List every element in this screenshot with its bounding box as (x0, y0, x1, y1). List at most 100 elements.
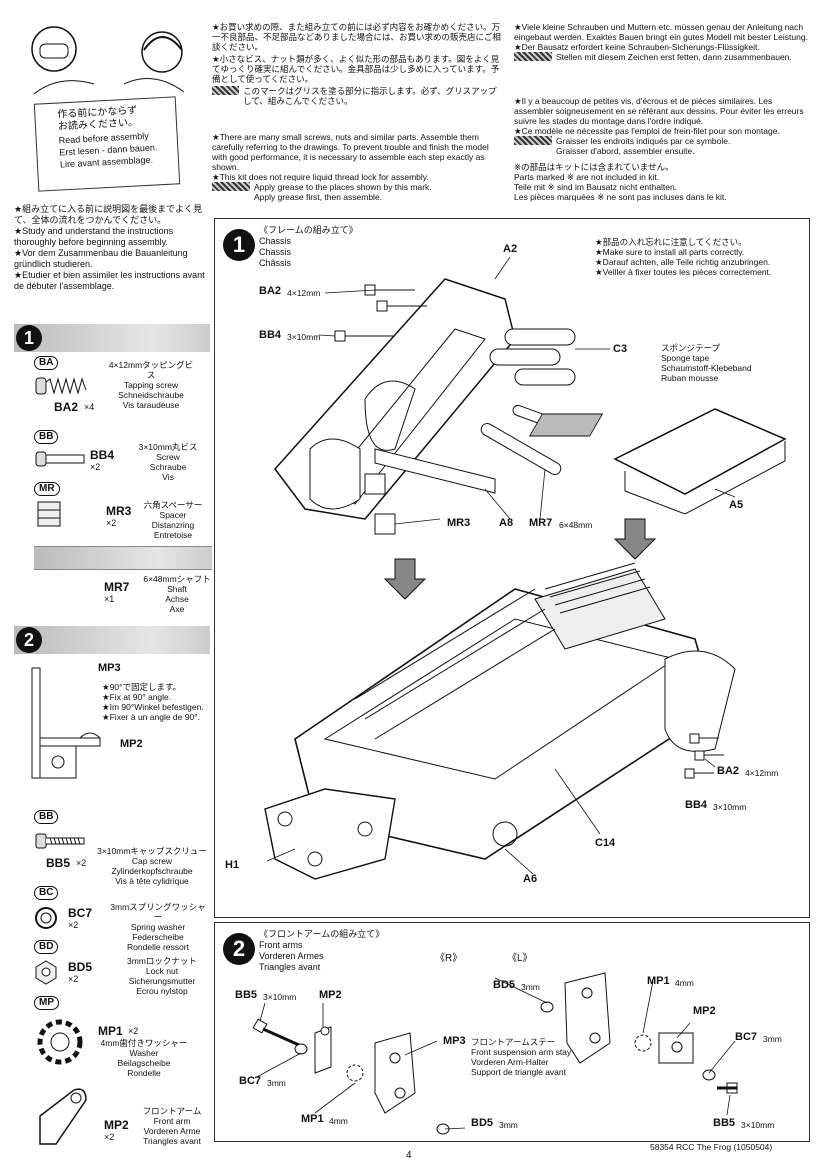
not-included-fr: Les pièces marquées ※ ne sont pas inclus… (514, 192, 727, 202)
label-c3: C3 (613, 343, 628, 355)
part-mr7-qty: ×1 (104, 594, 115, 604)
bag-bd-tag: BD (34, 940, 59, 954)
step2-title-de: Vorderen Armes (259, 951, 324, 961)
part-mr3-en: Spacer (159, 510, 187, 520)
part-mr7-en: Shaft (167, 584, 187, 594)
step2-title-en: Front arms (259, 940, 303, 950)
part-ba2-de: Schneidschraube (118, 390, 184, 400)
bag-bb2-tag: BB (34, 810, 59, 824)
step1-title-fr: Châssis (259, 258, 292, 268)
step1-title-de: Chassis (259, 247, 292, 257)
label-bb4-size: 3×10mm (287, 332, 321, 342)
step1-note-jp: ★部品の入れ忘れに注意してください。 (595, 237, 747, 247)
label-a2: A2 (503, 243, 518, 255)
s2-label-mp1-size: 4mm (329, 1116, 348, 1126)
front-arm-icon (39, 1088, 87, 1145)
lock-nut-icon (35, 960, 57, 985)
part-bd5: BD BD5 ×2 3mmロックナット Lock nut Sicherungsm… (34, 940, 214, 996)
note-en-3: Apply grease to the places shown by this… (254, 182, 432, 192)
part-bd5-name: BD5 (68, 960, 93, 974)
part-bb5-en: Cap screw (131, 856, 173, 866)
part-mr7-name: MR7 (104, 580, 130, 594)
part-ba2-en: Tapping screw (123, 380, 179, 390)
part-bb5-jp: 3×10mmキャップスクリュー (97, 846, 207, 856)
part-bb4-fr: Vis (162, 472, 174, 482)
grease-mark-icon (212, 182, 250, 191)
part-bc7-fr: Rondelle ressort (127, 942, 189, 952)
cap-screw-icon (35, 833, 85, 849)
intro-sign: 作る前にかならず お読みください。 Read before assembly E… (33, 96, 181, 192)
label-a5: A5 (729, 499, 744, 511)
not-included-en: Parts marked ※ are not included in kit. (514, 172, 660, 182)
bag-bb-tag: BB (34, 430, 59, 444)
part-bb4-de: Schraube (149, 462, 187, 472)
shaft-bar (34, 546, 212, 570)
note-en-1: ★There are many small screws, nuts and s… (212, 132, 489, 172)
study-de: ★Vor dem Zusammenbau die Bauanleitung gr… (14, 248, 188, 269)
parts-step1-bar: 1 (14, 324, 210, 352)
part-mr3-fr: Entretoise (153, 530, 193, 540)
s2-label-mp1-right-size: 4mm (675, 978, 694, 988)
note-fr-2: ★Ce modèle ne nécessite pas l'emploi de … (514, 126, 780, 136)
note-en-2: ★This kit does not require liquid thread… (212, 172, 429, 182)
s2-label-bc7: BC7 (239, 1075, 262, 1087)
part-mr7-jp: 6×48mmシャフト (143, 574, 211, 584)
part-bc7-qty: ×2 (68, 920, 79, 930)
step1-note-de: ★Darauf achten, alle Teile richtig anzub… (595, 257, 771, 267)
part-mp2-en: Front arm (153, 1116, 191, 1126)
step1-panel: 1 《フレームの組み立て》 Chassis Chassis Châssis ★部… (214, 218, 810, 918)
parts-step2-bar: 2 (14, 626, 210, 654)
mechanics-illustration (31, 26, 185, 95)
s2-label-bd5-upper: BD5 (493, 979, 516, 991)
mp3-fr: Support de triangle avant (471, 1067, 566, 1077)
front-arm-assembly-drawing (252, 972, 738, 1135)
mp3-de: Vorderen Arm-Halter (471, 1057, 549, 1067)
part-mr7-de: Achse (165, 594, 189, 604)
study-fr: ★Etudier et bien assimiler les instructi… (14, 270, 205, 291)
angle-mp2-label: MP2 (120, 738, 143, 750)
s2-label-mp1: MP1 (301, 1113, 324, 1125)
part-bb5-name: BB5 (46, 856, 71, 870)
not-included-notes: ※の部品はキットには含まれていません。 Parts marked ※ are n… (514, 162, 810, 202)
part-mr3-name: MR3 (106, 504, 132, 518)
part-bc7: BC BC7 ×2 3mmスプリングワッシャー Spring washer Fe… (34, 886, 214, 952)
sponge-fr: Ruban mousse (661, 373, 719, 383)
notes-jp: ★お買い求めの際、また組み立ての前には必ず内容をお確かめください。万一不良部品、… (212, 22, 502, 106)
part-bc7-de: Federscheibe (132, 932, 184, 942)
part-bb4: BB BB4 ×2 3×10mm丸ビス Screw Schraube Vis (34, 430, 214, 482)
s2-label-bc7-right: BC7 (735, 1031, 758, 1043)
part-mp1-fr: Rondelle (127, 1068, 161, 1078)
part-bd5-fr: Ecrou nylstop (136, 986, 188, 996)
study-notes: ★組み立てに入る前に説明図を最後までよく見て、全体の流れをつかんでください。 ★… (14, 204, 210, 292)
grease-mark-icon (212, 86, 240, 95)
spring-washer-icon (35, 907, 57, 929)
part-bc7-en: Spring washer (130, 922, 186, 932)
bag-ba-tag: BA (34, 356, 59, 370)
part-mp1: MP MP1 ×2 4mm歯付きワッシャー Washer Beilagschei… (34, 996, 214, 1078)
study-en: ★Study and understand the instructions t… (14, 226, 174, 247)
step2-panel: 2 《フロントアームの組み立て》 Front arms Vorderen Arm… (214, 922, 810, 1142)
sponge-jp: スポンジテープ (661, 343, 720, 353)
s2-label-bb5-right-size: 3×10mm (741, 1120, 775, 1130)
part-mp1-en: Washer (129, 1048, 159, 1058)
part-mr3-qty: ×2 (106, 518, 117, 528)
angle-note-fr: ★Fixer à un angle de 90°. (102, 712, 200, 722)
part-bd5-de: Sicherungsmutter (128, 976, 196, 986)
sponge-de: Schaumstoff-Klebeband (661, 363, 752, 373)
label-bb4-lower: BB4 (685, 799, 708, 811)
product-code: 58354 RCC The Frog (1050504) (650, 1142, 773, 1152)
grease-mark-icon (514, 136, 552, 145)
part-mp1-qty: ×2 (128, 1026, 139, 1036)
bag-mp-tag: MP (34, 996, 59, 1010)
note-de-2: ★Der Bausatz erfordert keine Schrauben-S… (514, 42, 760, 52)
mp3-en: Front suspension arm stay (471, 1047, 572, 1057)
note-de-3: Stellen mit diesem Zeichen erst fetten, … (556, 52, 792, 62)
bag-mr-tag: MR (34, 482, 60, 496)
angle-note-jp: ★90°で固定します。 (102, 682, 182, 692)
part-ba2-qty: ×4 (84, 402, 95, 412)
label-a8: A8 (499, 517, 514, 529)
s2-label-bc7-right-size: 3mm (763, 1034, 782, 1044)
part-mp1-de: Beilagscheibe (117, 1058, 171, 1068)
parts-step2-number: 2 (16, 627, 42, 653)
part-mr7: MR7 ×1 6×48mmシャフト Shaft Achse Axe (34, 572, 214, 614)
